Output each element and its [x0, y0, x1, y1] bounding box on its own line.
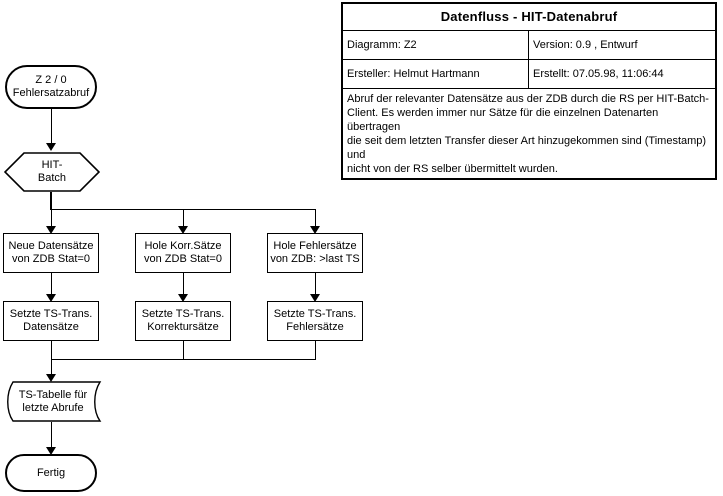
connector-store-to-end — [51, 422, 52, 450]
diagram-title: Datenfluss - HIT-Datenabruf — [343, 4, 715, 31]
arrowhead-to-batch — [46, 143, 56, 151]
arrowhead-to-fetch-3 — [310, 226, 320, 234]
flow-node-set-3-line2: Fehlersätze — [286, 321, 344, 333]
connector-set2-down — [183, 341, 184, 360]
flow-node-hit-batch-line1: HIT- — [41, 159, 63, 171]
flow-node-start-line1: Z 2 / 0 — [35, 74, 67, 86]
flow-node-set-2-line2: Korrektursätze — [147, 321, 219, 333]
connector-merge-bus — [51, 359, 316, 360]
flow-node-fetch-1-line2: von ZDB Stat=0 — [12, 253, 90, 265]
table-row: Ersteller: Helmut Hartmann Erstellt: 07.… — [343, 60, 715, 89]
flow-node-set-3: Setzte TS-Trans. Fehlersätze — [267, 301, 363, 341]
arrowhead-to-fetch-1 — [46, 226, 56, 234]
flow-node-ts-table-line2: letzte Abrufe — [22, 401, 84, 414]
connector-fanout-right — [315, 209, 316, 229]
description-line: nicht von der RS selber übermittelt wurd… — [347, 163, 558, 175]
flow-node-fetch-1-line1: Neue Datensätze — [8, 240, 94, 252]
diagram-info-table: Datenfluss - HIT-Datenabruf Diagramm: Z2… — [341, 2, 717, 180]
arrowhead-to-set-1 — [46, 294, 56, 302]
flow-node-fetch-2-line1: Hole Korr.Sätze — [144, 240, 222, 252]
hexagon-shape-icon — [4, 152, 100, 192]
connector-fanout-left — [51, 209, 52, 229]
flow-node-ts-table: TS-Tabelle für letzte Abrufe — [3, 381, 103, 422]
flow-node-fetch-2-line2: von ZDB Stat=0 — [144, 253, 222, 265]
description-line: Client. Es werden immer nur Sätze für di… — [347, 107, 659, 133]
arrowhead-to-set-3 — [310, 294, 320, 302]
created-cell: Erstellt: 07.05.98, 11:06:44 — [533, 68, 664, 80]
author-cell: Ersteller: Helmut Hartmann — [343, 60, 529, 88]
connector-fetch2-to-set2 — [183, 273, 184, 297]
flow-node-start: Z 2 / 0 Fehlersatzabruf — [5, 65, 97, 109]
flow-node-set-3-line1: Setzte TS-Trans. — [273, 308, 357, 320]
connector-start-to-batch — [51, 109, 52, 144]
flow-node-end-line1: Fertig — [36, 466, 66, 479]
connector-set1-down — [51, 341, 52, 360]
diagram-id-cell: Diagramm: Z2 — [343, 31, 529, 59]
stored-data-shape-icon — [7, 381, 102, 422]
flow-node-fetch-3: Hole Fehlersätze von ZDB: >last TS — [267, 233, 363, 273]
flow-node-fetch-3-line1: Hole Fehlersätze — [273, 240, 357, 252]
connector-merge-to-store — [51, 359, 52, 377]
flow-node-set-2-line1: Setzte TS-Trans. — [141, 308, 225, 320]
flow-node-set-2: Setzte TS-Trans. Korrektursätze — [135, 301, 231, 341]
flow-node-set-1-line1: Setzte TS-Trans. — [9, 308, 93, 320]
connector-fetch3-to-set3 — [315, 273, 316, 297]
arrowhead-to-end — [46, 447, 56, 455]
description-line: die seit dem letzten Transfer dieser Art… — [347, 135, 707, 161]
connector-set3-down — [315, 341, 316, 360]
flow-node-end: Fertig — [5, 454, 97, 492]
flow-node-hit-batch: HIT- Batch — [4, 152, 100, 192]
table-row: Diagramm: Z2 Version: 0.9 , Entwurf — [343, 31, 715, 60]
arrowhead-to-store — [46, 374, 56, 382]
flow-node-fetch-2: Hole Korr.Sätze von ZDB Stat=0 — [135, 233, 231, 273]
flow-node-ts-table-line1: TS-Tabelle für — [18, 388, 88, 401]
arrowhead-to-set-2 — [178, 294, 188, 302]
arrowhead-to-fetch-2 — [178, 226, 188, 234]
flow-node-set-1-line2: Datensätze — [23, 321, 79, 333]
connector-fetch1-to-set1 — [51, 273, 52, 297]
flow-node-fetch-3-line2: von ZDB: >last TS — [270, 253, 360, 265]
flow-node-hit-batch-line2: Batch — [37, 172, 67, 184]
connector-fanout-mid — [183, 209, 184, 229]
flow-node-fetch-1: Neue Datensätze von ZDB Stat=0 — [3, 233, 99, 273]
description-cell: Abruf der relevanter Datensätze aus der … — [343, 89, 715, 178]
flow-node-set-1: Setzte TS-Trans. Datensätze — [3, 301, 99, 341]
version-cell: Version: 0.9 , Entwurf — [533, 39, 638, 51]
flow-node-start-line2: Fehlersatzabruf — [12, 87, 90, 99]
description-line: Abruf der relevanter Datensätze aus der … — [347, 93, 709, 105]
connector-batch-stem — [50, 192, 52, 210]
